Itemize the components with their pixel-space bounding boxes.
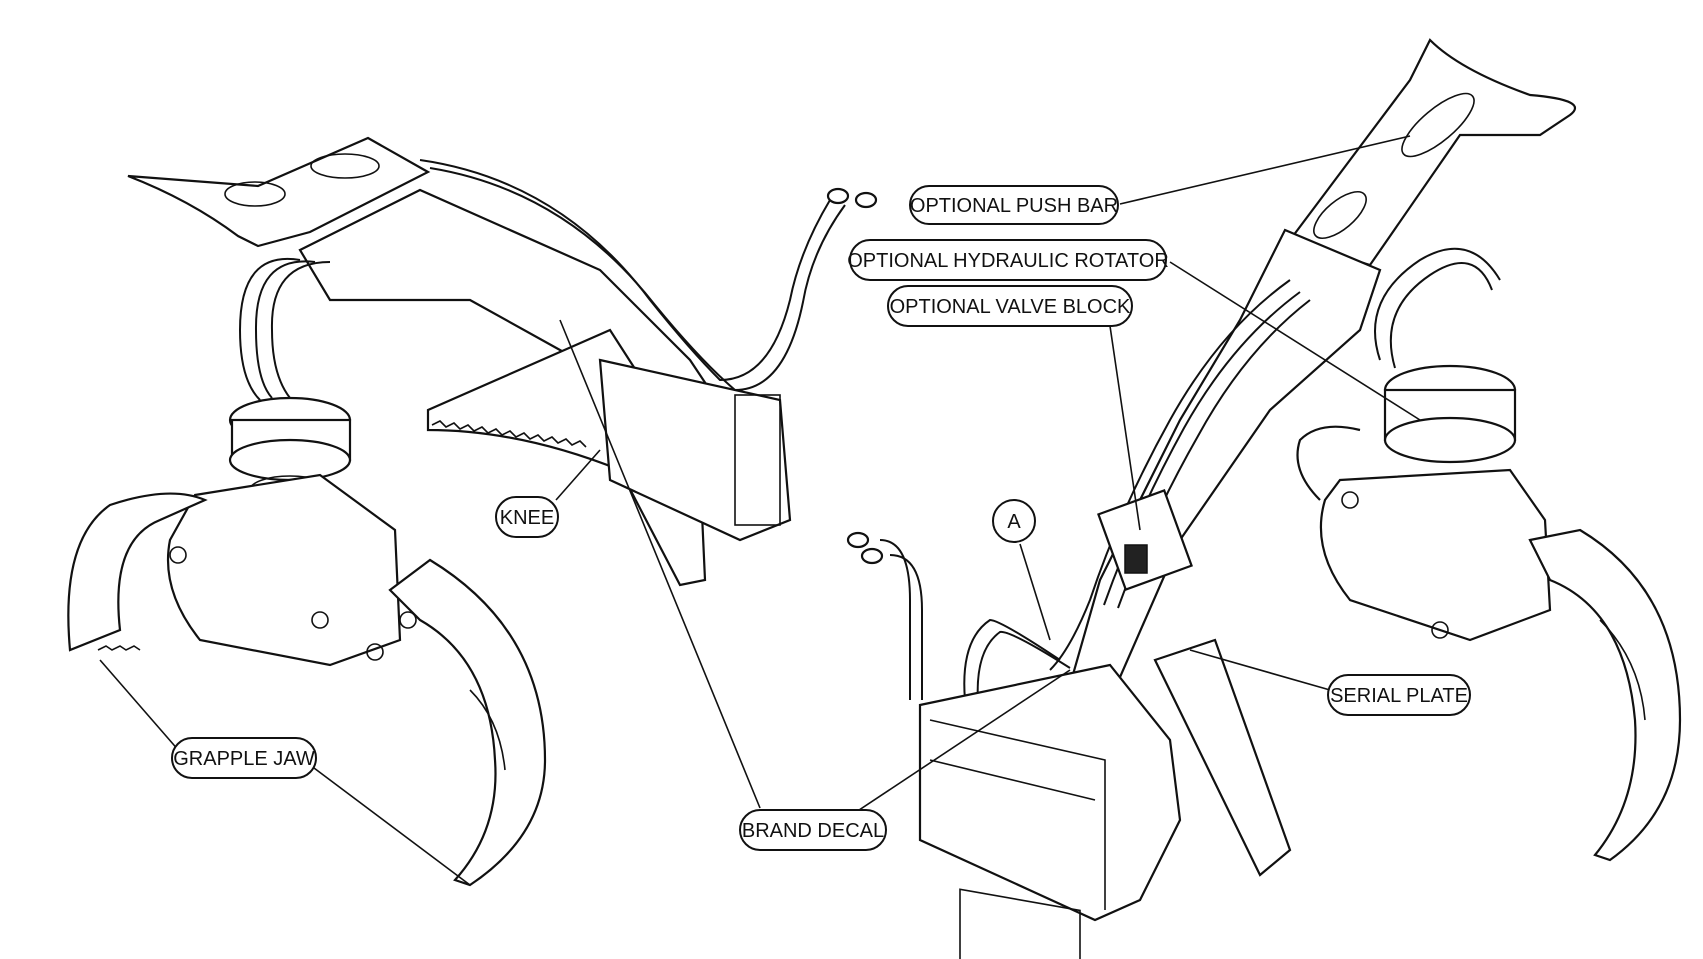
label-knee: KNEE bbox=[495, 496, 559, 538]
detail-marker-a: A bbox=[992, 499, 1036, 543]
svg-text:SERIAL PLATE: SERIAL PLATE bbox=[1330, 685, 1468, 707]
label-optional-valve-block: OPTIONAL VALVE BLOCK bbox=[887, 285, 1133, 327]
svg-text:BRAND DECAL: BRAND DECAL bbox=[742, 820, 884, 842]
label-brand-decal: BRAND DECAL bbox=[739, 809, 887, 851]
svg-text:A: A bbox=[1007, 511, 1021, 533]
svg-text:KNEE: KNEE bbox=[500, 507, 554, 529]
svg-text:OPTIONAL HYDRAULIC ROTATOR: OPTIONAL HYDRAULIC ROTATOR bbox=[847, 250, 1169, 272]
svg-text:OPTIONAL VALVE BLOCK: OPTIONAL VALVE BLOCK bbox=[890, 296, 1131, 318]
svg-text:OPTIONAL PUSH BAR: OPTIONAL PUSH BAR bbox=[910, 195, 1118, 217]
leader-lines bbox=[99, 135, 1421, 886]
label-grapple-jaw: GRAPPLE JAW bbox=[171, 737, 317, 779]
label-optional-push-bar: OPTIONAL PUSH BAR bbox=[909, 185, 1119, 225]
label-serial-plate: SERIAL PLATE bbox=[1327, 674, 1471, 716]
left-grapple-assembly bbox=[67, 136, 878, 887]
right-grapple-assembly bbox=[846, 38, 1682, 959]
label-optional-hydraulic-rotator: OPTIONAL HYDRAULIC ROTATOR bbox=[847, 239, 1169, 281]
svg-text:GRAPPLE JAW: GRAPPLE JAW bbox=[173, 748, 315, 770]
